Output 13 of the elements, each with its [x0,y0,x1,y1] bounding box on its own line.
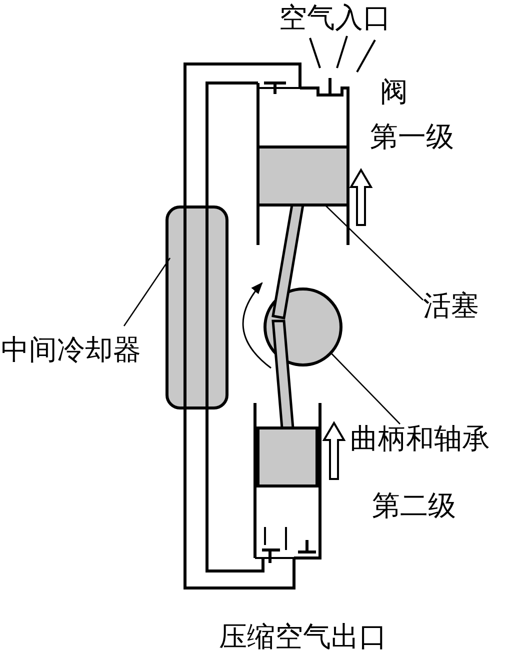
part-label: 空气入口 [279,2,391,34]
part-label: 阀 [380,76,408,108]
part-label: 曲柄和轴承 [350,423,490,455]
part-label: 中间冷却器 [1,334,141,366]
part-label: 第一级 [370,121,454,153]
part-label: 第二级 [372,490,456,522]
leader-line [330,352,400,424]
part-label: 活塞 [423,290,479,322]
intercooler [166,206,228,410]
part-label: 压缩空气出口 [219,621,387,653]
leader-line [123,258,171,326]
leader-line [324,204,424,300]
piston [256,146,350,206]
